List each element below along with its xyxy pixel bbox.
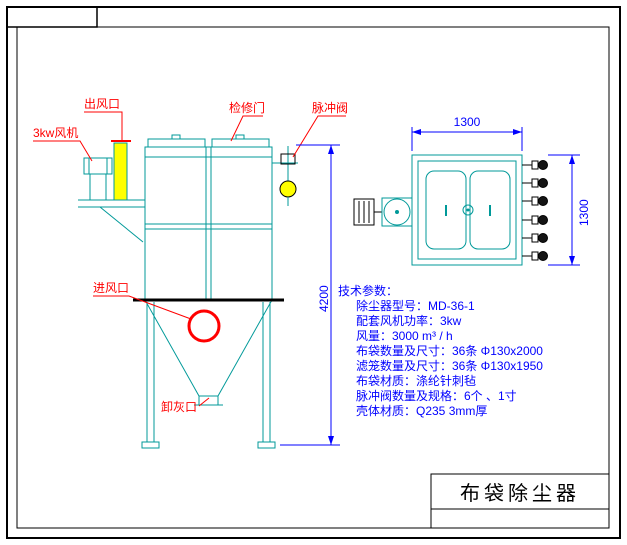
label-ash-outlet: 卸灰口 (161, 400, 198, 414)
hopper (144, 299, 273, 406)
dim-width-text: 1300 (453, 115, 481, 129)
inlet-circle (187, 309, 221, 343)
collector-body (144, 134, 273, 301)
dim-height-text: 4200 (317, 285, 331, 312)
leader-lines (33, 111, 346, 407)
tech-params-heading: 技术参数： (338, 284, 399, 298)
tech-param-line: 布袋材质：涤纶针刺毡 (356, 374, 477, 388)
title-block-text: 布袋除尘器 (460, 483, 580, 505)
label-fan: 3kw风机 (33, 126, 79, 140)
outlet-pipe (113, 142, 128, 201)
plan-view (353, 154, 548, 266)
plan-pulse-valves (522, 160, 548, 261)
title-block-frame (430, 473, 610, 529)
pulse-valve-assembly (272, 146, 298, 206)
tech-param-line: 脉冲阀数量及规格：6个 、1寸 (356, 389, 517, 403)
tech-param-line: 布袋数量及尺寸：36条 Φ130x2000 (356, 344, 543, 358)
plan-doors (425, 170, 511, 250)
dim-depth-1300 (548, 154, 580, 266)
label-pulse-valve: 脉冲阀 (312, 101, 349, 115)
dim-width-1300 (411, 127, 523, 151)
label-air-inlet: 进风口 (93, 281, 130, 295)
tech-param-line: 滤笼数量及尺寸：36条 Φ130x1950 (356, 359, 543, 373)
plan-fan (353, 197, 413, 227)
tech-param-line: 配套风机功率：3kw (356, 314, 462, 328)
legs (141, 302, 276, 449)
label-air-outlet: 出风口 (84, 97, 121, 111)
dim-height-4200 (280, 144, 340, 446)
dimension-lines (280, 127, 580, 446)
tech-params: 技术参数： 除尘器型号：MD-36-1 配套风机功率：3kw 风量：3000 m… (338, 284, 543, 419)
tech-param-line: 除尘器型号：MD-36-1 (356, 299, 475, 313)
fan-assembly (78, 157, 145, 243)
tech-param-line: 壳体材质：Q235 3mm厚 (356, 404, 488, 418)
tech-param-line: 风量：3000 m³ / h (356, 329, 453, 343)
dim-depth-text: 1300 (577, 199, 591, 226)
drawing-frame (6, 6, 621, 539)
label-access-door: 检修门 (229, 101, 266, 115)
elevation-view (78, 134, 298, 449)
